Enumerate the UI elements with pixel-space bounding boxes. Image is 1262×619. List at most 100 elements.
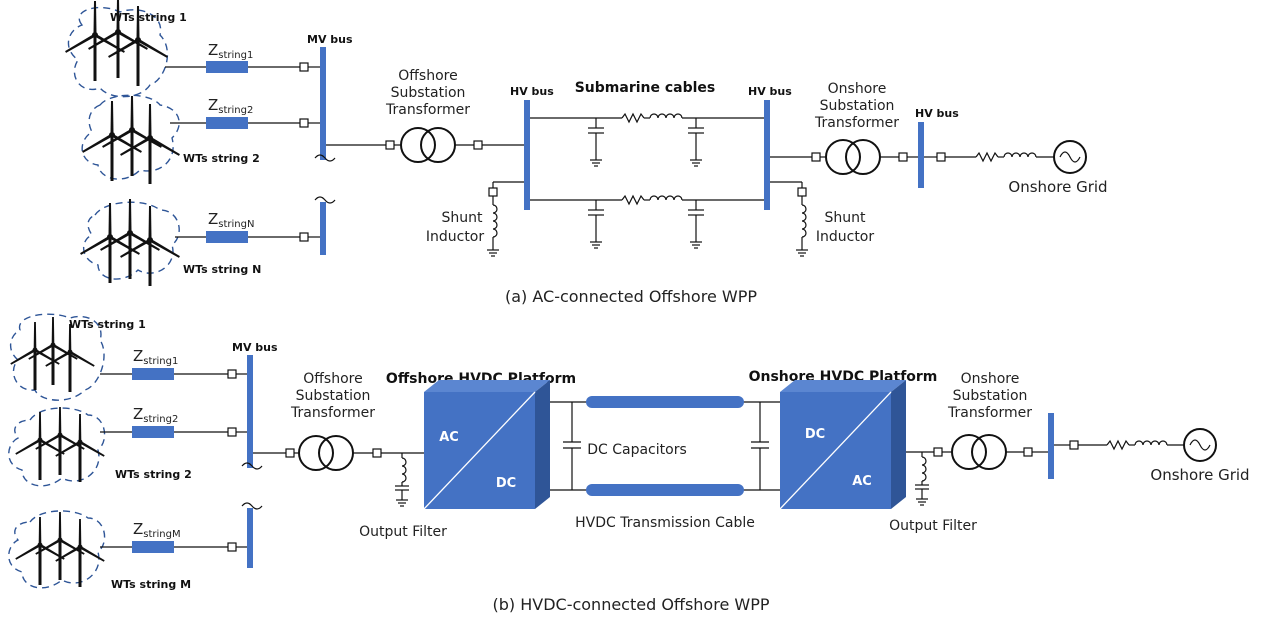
string-cloud (8, 407, 106, 487)
impedance-label: Zstring2 (208, 96, 253, 116)
node (811, 152, 821, 162)
onshore-tx-label-2: Substation (953, 388, 1028, 404)
part-a-ac-connected: WTs string 1 Zstring1 WTs string 2 Zstri… (63, 0, 1108, 306)
mv-bus-label: MV bus (232, 341, 278, 354)
string-label: WTs string 2 (115, 468, 192, 481)
node (299, 232, 309, 242)
grid-inductor (1134, 440, 1168, 446)
node (299, 62, 309, 72)
string-impedance (132, 368, 174, 380)
converter-top-label: AC (439, 430, 459, 445)
bus-break (314, 196, 336, 204)
dc-capacitors-label: DC Capacitors (587, 442, 687, 458)
impedance-label: Zstring1 (208, 41, 253, 61)
hv-bus-bar (764, 100, 770, 210)
shunt-label-right-1: Shunt (825, 210, 867, 226)
onshore-transformer-icon (825, 139, 881, 175)
wt-string-2-a: WTs string 2 Zstring2 (80, 94, 320, 186)
wind-turbine-icon (80, 94, 182, 186)
dc-capacitor-left (563, 402, 581, 490)
onshore-tx-label-3: Transformer (814, 115, 899, 131)
string-label: WTs string M (111, 578, 191, 591)
string-cloud (83, 201, 180, 280)
node (898, 152, 908, 162)
grid-inductor (1003, 152, 1037, 158)
string-label: WTs string 2 (183, 152, 260, 165)
mv-bus-bar (247, 508, 253, 568)
output-filter-right (915, 452, 929, 506)
mv-bus-bar (247, 355, 253, 468)
string-label: WTs string N (183, 263, 261, 276)
mv-bus-bar (320, 202, 326, 255)
offshore-tx-label-1: Offshore (398, 68, 457, 84)
node (227, 427, 237, 437)
impedance-label: Zstring2 (133, 405, 178, 425)
output-filter-left (395, 453, 409, 507)
node (1069, 440, 1079, 450)
mv-bus-label: MV bus (307, 33, 353, 46)
onshore-bus-bar (1048, 413, 1054, 479)
submarine-cables-label: Submarine cables (575, 80, 716, 96)
bus-break (314, 154, 336, 162)
bus-break (241, 502, 263, 510)
impedance-label: ZstringM (133, 520, 181, 540)
wt-string-n-a: WTs string N ZstringN (78, 197, 320, 288)
offshore-tx-label-2: Substation (391, 85, 466, 101)
offshore-tx-label-3: Transformer (290, 405, 375, 421)
string-impedance (132, 541, 174, 553)
hvdc-cable-neg (586, 484, 744, 496)
shunt-label-left-2: Inductor (426, 229, 485, 245)
converter-bottom-label: AC (852, 474, 872, 489)
hv-bus-bar (524, 100, 530, 210)
dc-capacitor-right (751, 402, 769, 490)
string-cloud (81, 94, 180, 180)
grid-resistor (1106, 439, 1130, 451)
string-label: WTs string 1 (69, 318, 146, 331)
shunt-label-right-2: Inductor (816, 229, 875, 245)
wt-string-m-b: WTs string M ZstringM (8, 510, 247, 591)
ac-source-icon (1183, 428, 1217, 462)
onshore-transformer-icon (951, 434, 1007, 470)
part-b-hvdc-connected: WTs string 1 Zstring1 WTs string 2 Zstri… (8, 313, 1250, 614)
node (227, 369, 237, 379)
hv-bus-bar (918, 122, 924, 188)
output-filter-label-right: Output Filter (889, 518, 977, 534)
caption-a: (a) AC-connected Offshore WPP (505, 287, 757, 306)
caption-b: (b) HVDC-connected Offshore WPP (493, 595, 770, 614)
hv-bus-label: HV bus (510, 85, 554, 98)
submarine-cable-2 (530, 194, 764, 249)
node (1023, 447, 1033, 457)
node (285, 448, 295, 458)
offshore-transformer-icon (400, 127, 456, 163)
converter-bottom-label: DC (496, 476, 516, 491)
offshore-tx-label-2: Substation (296, 388, 371, 404)
shunt-label-left-1: Shunt (442, 210, 484, 226)
mv-bus-bar (320, 47, 326, 160)
bus-break (241, 462, 263, 470)
ac-source-icon (1053, 140, 1087, 174)
wind-turbine-icon (78, 197, 182, 288)
node (933, 447, 943, 457)
shunt-inductor-left (486, 181, 524, 257)
string-impedance (206, 117, 248, 129)
hvdc-cable-label: HVDC Transmission Cable (575, 515, 755, 531)
onshore-tx-label-1: Onshore (828, 81, 887, 97)
output-filter-label-left: Output Filter (359, 524, 447, 540)
submarine-cable-1 (530, 112, 764, 167)
offshore-tx-label-1: Offshore (303, 371, 362, 387)
offshore-converter: AC DC (423, 380, 550, 510)
onshore-converter: DC AC (779, 380, 906, 510)
hv-bus-label: HV bus (748, 85, 792, 98)
shunt-inductor-right (770, 181, 809, 257)
onshore-grid-label: Onshore Grid (1150, 466, 1249, 484)
hv-bus-label: HV bus (915, 107, 959, 120)
wt-string-1-b: WTs string 1 Zstring1 (8, 313, 247, 401)
onshore-tx-label-2: Substation (820, 98, 895, 114)
grid-resistor (975, 151, 999, 163)
converter-top-label: DC (805, 427, 825, 442)
hvdc-cable-pos (586, 396, 744, 408)
string-label: WTs string 1 (110, 11, 187, 24)
wind-turbine-icon (13, 405, 107, 484)
onshore-tx-label-3: Transformer (947, 405, 1032, 421)
node (299, 118, 309, 128)
